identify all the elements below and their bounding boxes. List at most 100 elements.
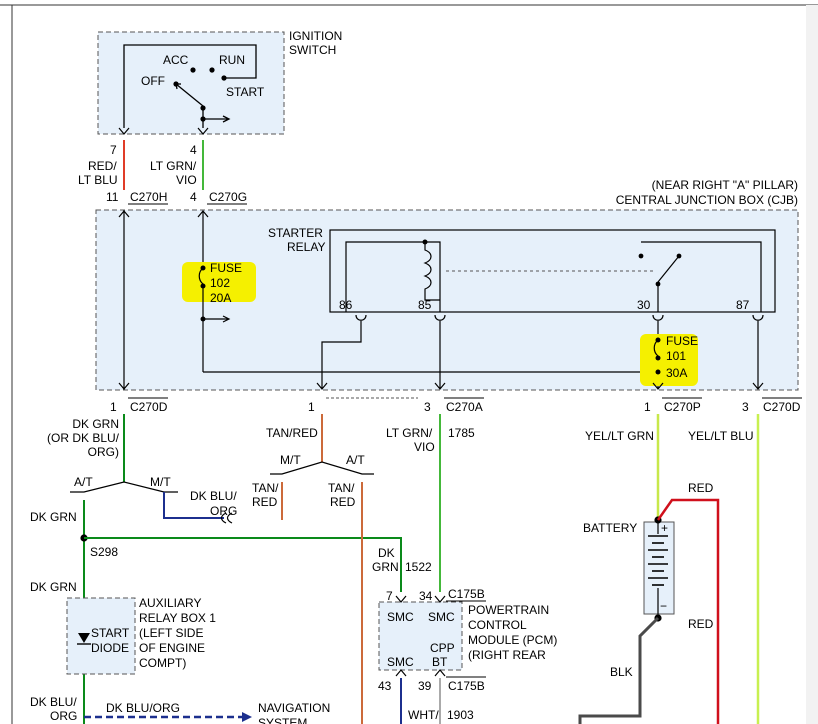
wire-blk-label: BLK (610, 665, 633, 679)
connector-c270p-label: C270P (664, 400, 701, 414)
fork-at-label-1: A/T (74, 475, 93, 489)
wire-tan-red-label-3b: RED (330, 495, 356, 509)
ignition-pin-7: 7 (110, 143, 117, 157)
pin-1b-label: 1 (308, 400, 315, 414)
battery-box (643, 521, 675, 615)
start-label: START (226, 85, 265, 99)
wire-dk-grn-or-label-2: (OR DK BLU/ (47, 431, 120, 445)
fuse-101-label-2: 101 (666, 349, 686, 363)
pcm-smc-label-1: SMC (387, 610, 414, 624)
fuse-101-label-3: 30A (666, 366, 687, 380)
pcm-pin-34: 34 (419, 589, 433, 603)
relay-pin-87: 87 (736, 298, 750, 312)
pcm-pin-39: 39 (418, 679, 432, 693)
connector-c175b-label-1: C175B (448, 587, 485, 601)
relay-pin-85: 85 (418, 298, 432, 312)
wire-dk-blu-org-mt (163, 492, 224, 519)
wire-dk-grn-label-2: DK GRN (30, 580, 77, 594)
wire-dk-grn-label-3b: GRN (372, 560, 399, 574)
scrollbar-track[interactable] (806, 5, 818, 724)
pcm-label-4: (RIGHT REAR (468, 648, 546, 662)
fork-at-label-2: A/T (346, 453, 365, 467)
connector-c270g-label: C270G (209, 190, 247, 204)
ignition-switch-box (97, 31, 285, 135)
wire-lt-grn-vio-label-2: VIO (176, 173, 197, 187)
pin-11-label: 11 (106, 190, 119, 204)
pcm-box (378, 601, 463, 671)
wire-dk-grn-label-3a: DK (378, 546, 395, 560)
fork-mt-label-2: M/T (280, 453, 301, 467)
aux-relay-label-3: (LEFT SIDE (139, 626, 203, 640)
pin-4b-label: 4 (190, 190, 197, 204)
cjb-location-label: (NEAR RIGHT "A" PILLAR) (652, 178, 798, 192)
pcm-label-2: CONTROL (468, 618, 527, 632)
aux-relay-label-5: COMPT) (139, 656, 186, 670)
battery-minus: − (660, 599, 667, 613)
wire-dk-blu-org-label-2: ORG (210, 504, 237, 518)
wire-blk-battery (578, 616, 660, 724)
aux-relay-label-4: OF ENGINE (139, 641, 205, 655)
connector-c175b-label-2: C175B (448, 679, 485, 693)
pin-3a-label: 3 (424, 400, 431, 414)
pcm-label-1: POWERTRAIN (468, 603, 549, 617)
relay-pin-30: 30 (637, 298, 651, 312)
connector-c270d-label-a: C270D (130, 400, 168, 414)
relay-pin-86: 86 (339, 298, 353, 312)
pcm-smc-label-2: SMC (428, 610, 455, 624)
wire-dk-grn-or-label-3: ORG) (88, 445, 119, 459)
wire-tan-red-label: TAN/RED (266, 426, 318, 440)
wire-red-battery (656, 498, 720, 724)
start-diode-label-2: DIODE (91, 641, 129, 655)
wire-dk-grn-to-pcm (84, 537, 402, 592)
fuse-102-label-2: 102 (210, 276, 230, 290)
circuit-1522-label: 1522 (405, 560, 432, 574)
pcm-label-3: MODULE (PCM) (468, 633, 557, 647)
pcm-cpp-label-1: CPP (430, 641, 455, 655)
powertrain-control-module: 7 34 C175B SMC SMC CPP BT SMC 43 39 C175… (378, 587, 486, 693)
wire-tan-red-label-2b: RED (252, 495, 278, 509)
pin-1c-label: 1 (644, 400, 651, 414)
starter-relay-label-2: RELAY (287, 240, 325, 254)
starter-relay-box (329, 229, 776, 313)
pcm-pin-7: 7 (386, 589, 393, 603)
auxiliary-relay-box: START DIODE (66, 597, 136, 675)
wire-lt-grn-vio-label-1: LT GRN/ (150, 159, 197, 173)
start-diode-label-1: START (91, 626, 130, 640)
circuit-1785-label: 1785 (448, 426, 475, 440)
wire-red-lt-blu-label-1: RED/ (88, 159, 117, 173)
ignition-switch: IGNITION SWITCH ACC RUN OFF START (97, 29, 342, 135)
wire-dk-grn-label-1: DK GRN (30, 510, 77, 524)
navigation-label-1: NAVIGATION (258, 701, 330, 715)
central-junction-box: FUSE 102 20A STARTER RELAY 86 85 30 87 (95, 209, 799, 391)
fork-mt-label-1: M/T (150, 475, 171, 489)
battery: + − (643, 516, 675, 622)
wire-red-label-side: RED (688, 617, 714, 631)
relay-coil (423, 242, 440, 301)
wire-red-lt-blu-label-2: LT BLU (78, 173, 118, 187)
wire-dk-grn-or-label-1: DK GRN (72, 417, 119, 431)
aux-relay-box (66, 597, 136, 675)
acc-label: ACC (163, 53, 189, 67)
wire-lt-grn-vio-label-3: LT GRN/ (386, 426, 433, 440)
cjb-name-label: CENTRAL JUNCTION BOX (CJB) (616, 193, 798, 207)
fuse-102-label-1: FUSE (210, 261, 242, 275)
ignition-switch-label: IGNITION (289, 29, 342, 43)
start-diode-symbol (78, 633, 90, 643)
connector-c270d-label-b: C270D (763, 400, 801, 414)
off-label: OFF (141, 74, 165, 88)
battery-plus: + (661, 521, 668, 535)
wire-yel-lt-blu-label: YEL/LT BLU (688, 429, 754, 443)
wire-dk-blu-org-label-1: DK BLU/ (190, 489, 237, 503)
battery-label: BATTERY (583, 521, 637, 535)
wire-red-label-top: RED (688, 481, 714, 495)
splice-s298-label: S298 (90, 545, 118, 559)
fuse-102-label-3: 20A (210, 291, 231, 305)
wire-dk-blu-org-label-3b: ORG (50, 709, 77, 723)
wire-tan-red-label-2a: TAN/ (252, 481, 279, 495)
pcm-pin-43: 43 (378, 679, 392, 693)
aux-relay-label-1: AUXILIARY (139, 596, 201, 610)
wire-yel-lt-grn-label: YEL/LT GRN (585, 429, 654, 443)
wire-tan-red-label-3a: TAN/ (328, 481, 355, 495)
pcm-smc-label-3: SMC (387, 655, 414, 669)
